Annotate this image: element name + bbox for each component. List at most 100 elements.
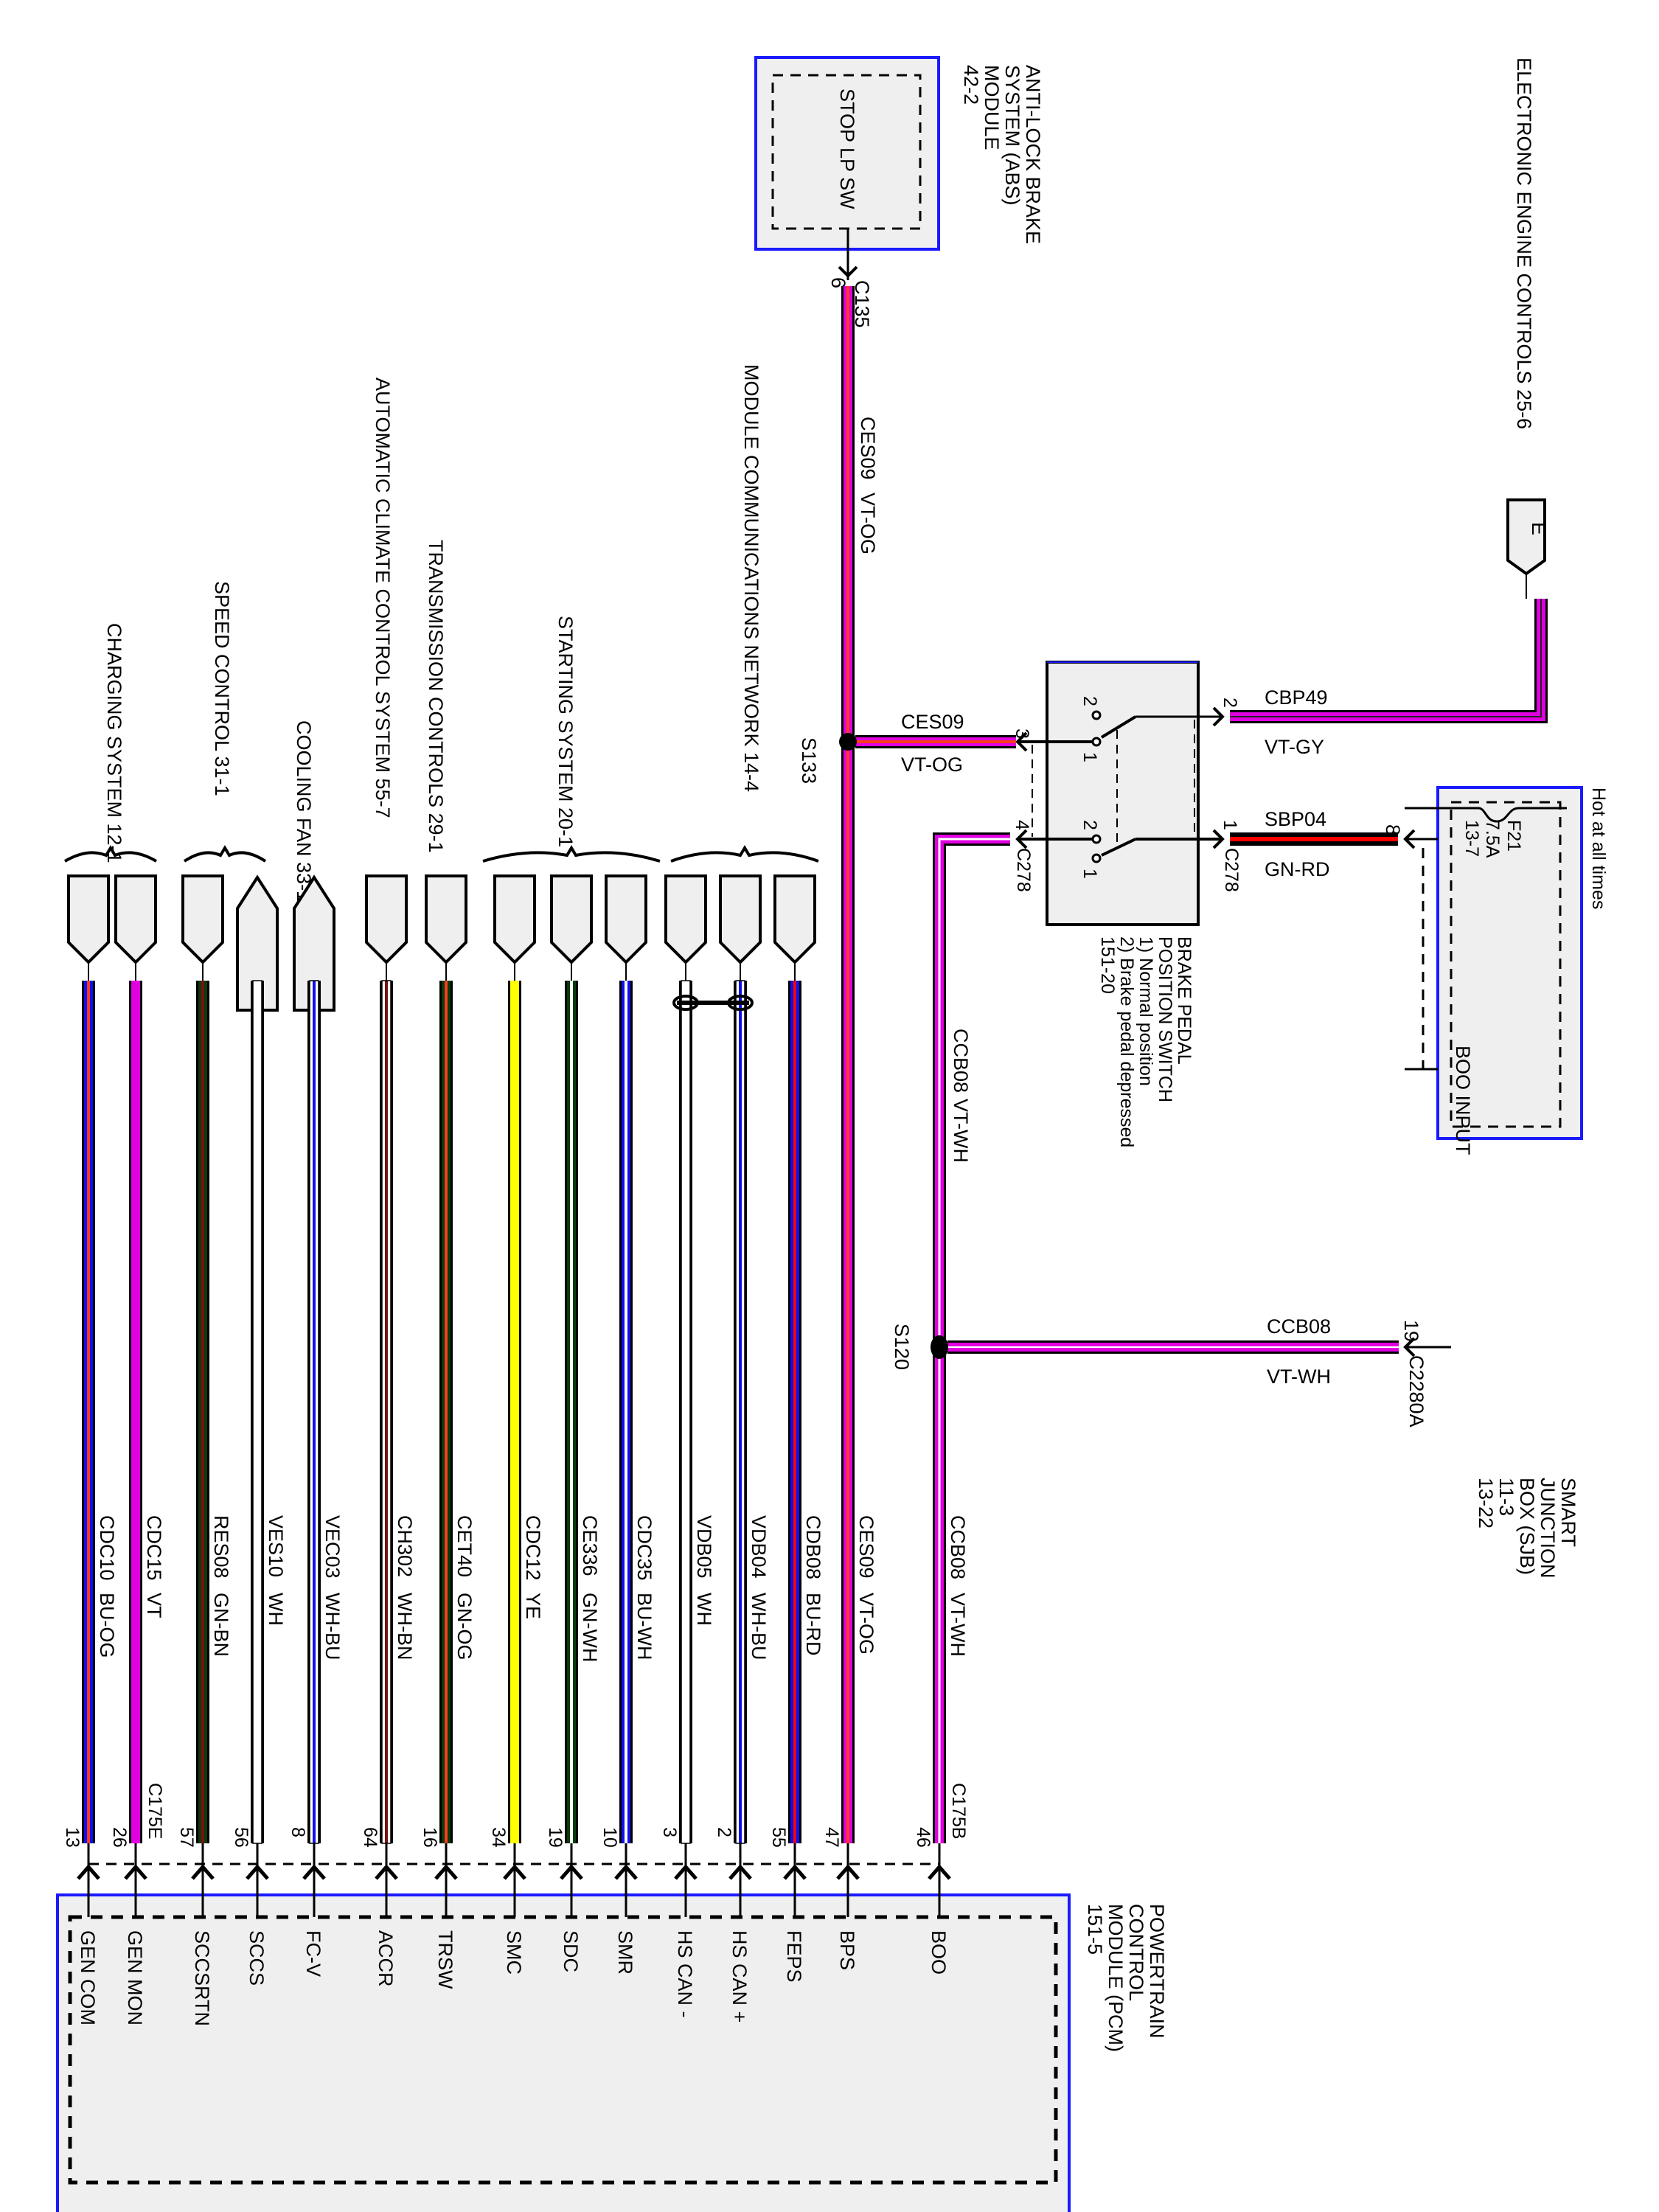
wire-ccb08-branch[interactable] [947,1337,1451,1357]
wire-color-label: VT [143,1593,165,1618]
svg-text:CONTROL: CONTROL [1125,1904,1147,2001]
sjb-module[interactable]: F21 7.5A 13-7 BOO INPUT [1405,786,1583,1155]
inline-connector [719,874,762,964]
pcm-pin-number: 16 [420,1827,440,1848]
wire-circuit-label: CDC35 [633,1515,655,1581]
wire-cbp49[interactable] [1230,599,1548,723]
svg-text:151-20: 151-20 [1097,936,1118,994]
wire-segment[interactable] [679,980,692,1844]
svg-text:MODULE (PCM): MODULE (PCM) [1105,1904,1127,2052]
wire-segment[interactable] [251,980,264,1844]
wire-segment[interactable] [508,981,521,1843]
inline-connector [550,874,593,964]
wire-circuit-label: CES09 [857,417,879,480]
pcm-pin-number: 8 [288,1827,308,1837]
wire-ces09-vertical[interactable] [841,286,855,1843]
abs-module[interactable]: STOP LP SW [754,56,940,280]
wire-segment[interactable] [734,980,747,1844]
brake-pedal-switch[interactable]: 2 1 2 1 [1015,661,1225,926]
wire-color-label: VT-WH [947,1593,969,1657]
wire-segment[interactable] [788,981,801,1843]
wire-color-label: BU-OG [96,1593,118,1658]
bpp-switch-title: BRAKE PEDAL POSITION SWITCH 1) Normal po… [1097,936,1194,1147]
system-label: SPEED CONTROL 31-1 [211,581,233,796]
wire-sbp04[interactable] [1230,829,1438,849]
wire-circuit-label: VDB05 [693,1515,715,1579]
inline-connector [773,874,816,964]
fuse-f21: F21 [1503,820,1524,852]
wire-color-label: VT-OG [901,754,963,776]
connector-group-bracket [183,845,267,863]
pcm-signal-label: SCCS [246,1930,268,1986]
pcm-signal-label: SDC [560,1930,582,1972]
wire-ces09-branch[interactable] [855,735,1016,748]
c278-pin-4: 4 [1012,820,1032,830]
pcm-pin-number: 10 [599,1827,620,1848]
wire-color-label: BU-RD [802,1593,824,1656]
pcm-pin-number: 64 [360,1827,380,1848]
connector-group-bracket [670,845,819,863]
wire-color-label: GN-WH [579,1593,601,1662]
fuse-rating: 7.5A [1482,820,1503,858]
pcm-module[interactable] [56,1893,1071,2212]
wire-circuit-label: CCB08 [1267,1315,1331,1338]
pcm-pin-number: 56 [231,1827,251,1848]
e-connector[interactable]: E [1506,498,1550,599]
wire-segment[interactable] [619,981,633,1843]
inline-connector [425,874,467,964]
svg-text:11-3: 11-3 [1495,1478,1517,1516]
svg-text:13-22: 13-22 [1475,1478,1497,1528]
wire-segment[interactable] [196,981,209,1843]
wire-segment[interactable] [82,981,95,1843]
wire-circuit-label: CCB08 [950,1029,972,1093]
svg-text:ANTI-LOCK BRAKE: ANTI-LOCK BRAKE [1022,65,1044,244]
fuse-ref: 13-7 [1461,820,1482,857]
wire-circuit-label: CDB08 [802,1515,824,1579]
inline-connector [293,874,335,1012]
wire-segment[interactable] [565,981,578,1843]
inline-connector [114,874,157,964]
pcm-signal-label: BOO [928,1930,950,1975]
contact-label: 1 [1079,869,1100,879]
wire-color-label: WH [265,1593,287,1626]
wire-color-label: WH-BN [394,1593,416,1660]
wire-ccb08-vertical[interactable] [933,832,1010,1843]
svg-text:BRAKE PEDAL: BRAKE PEDAL [1174,936,1194,1065]
abs-inner-label: STOP LP SW [836,88,858,209]
wire-segment[interactable] [129,981,142,1843]
wire-circuit-label: CE336 [579,1515,601,1576]
svg-text:SYSTEM (ABS): SYSTEM (ABS) [1001,65,1023,206]
wire-segment[interactable] [307,980,321,1844]
splice-s120[interactable] [931,1335,948,1359]
pcm-connector-label: C175E [145,1783,165,1839]
wire-segment[interactable] [380,980,393,1844]
pcm-pin-number: 2 [714,1827,734,1837]
pcm-pin-number: 34 [488,1827,509,1848]
wire-circuit-label: CBP49 [1265,686,1328,709]
inline-connector [236,874,279,1012]
wire-color-label: VT-GY [1265,736,1324,758]
inline-connector [67,874,110,964]
pcm-pin-number: 26 [109,1827,130,1848]
pcm-pin-number: 19 [545,1827,566,1848]
inline-connector [493,874,536,964]
wire-circuit-label: CDC12 [522,1515,544,1581]
wire-segment[interactable] [439,981,453,1843]
splice-s133[interactable] [839,733,857,751]
